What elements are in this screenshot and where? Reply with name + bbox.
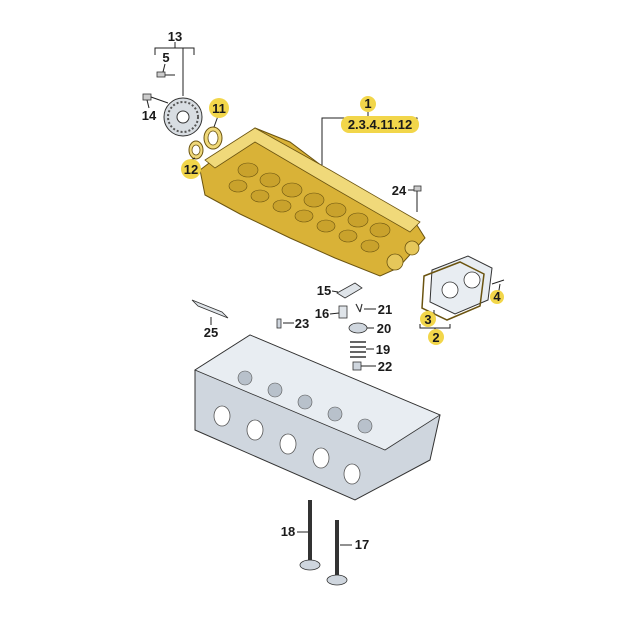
label-part-5: 5	[162, 50, 169, 65]
bolt-14	[142, 93, 169, 104]
camshaft-housing	[199, 127, 426, 277]
label-part-11: 11	[212, 101, 226, 116]
label-part-20: 20	[377, 321, 391, 336]
label-part-22: 22	[378, 359, 392, 374]
label-part-16: 16	[315, 306, 329, 321]
sealant-tube	[191, 299, 229, 319]
bolt-5	[156, 71, 175, 78]
valve-spring	[350, 341, 366, 358]
label-part-4: 4	[493, 289, 501, 304]
gasket	[421, 261, 485, 321]
valve-spring-retainer	[348, 322, 368, 334]
label-part-15: 15	[317, 283, 331, 298]
label-part-12: 12	[184, 162, 198, 177]
label-part-23: 23	[295, 316, 309, 331]
label-part-1: 1	[364, 96, 371, 111]
label-part-2: 2	[432, 330, 439, 345]
support-element	[338, 305, 348, 319]
cylinder-head	[194, 334, 441, 501]
rocker-arm	[336, 282, 363, 299]
label-part-13: 13	[168, 29, 182, 44]
pin-23	[276, 318, 282, 329]
bolt-4	[491, 279, 505, 285]
label-part-21: 21	[378, 302, 392, 317]
seal-12	[188, 140, 204, 160]
label-part-3: 3	[424, 312, 431, 327]
seal-11	[203, 126, 223, 150]
highlight-badges	[181, 96, 504, 345]
valve-18	[299, 500, 321, 571]
valve-17	[326, 520, 348, 586]
bolt-24	[413, 185, 422, 212]
valve-stem-seal	[352, 361, 362, 371]
valve-cotters	[355, 303, 363, 313]
label-part-25: 25	[204, 325, 218, 340]
label-part-24: 24	[392, 183, 407, 198]
label-part-1-contents: 2.3.4.11.12	[348, 117, 412, 132]
part-labels: 1 2.3.4.11.12 2 3 4 5 11 12 13 14 15 16 …	[142, 29, 502, 552]
camshaft-sprocket	[163, 97, 203, 137]
label-part-14: 14	[142, 108, 157, 123]
label-part-17: 17	[355, 537, 369, 552]
label-part-19: 19	[376, 342, 390, 357]
label-part-18: 18	[281, 524, 295, 539]
